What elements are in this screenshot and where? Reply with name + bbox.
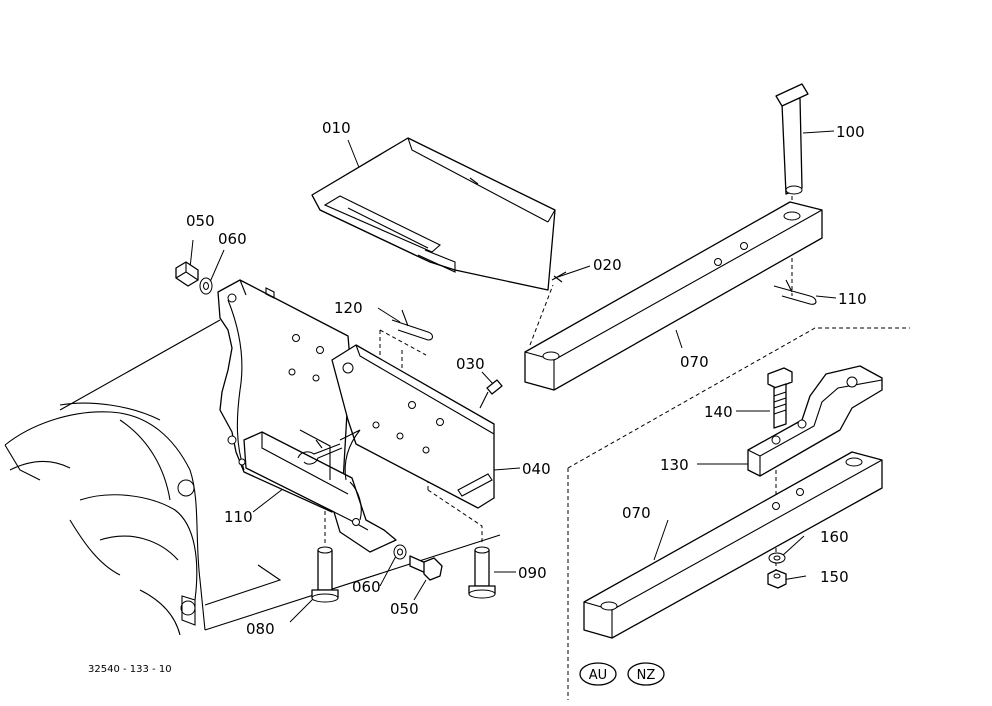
badge-au: AU	[579, 662, 617, 686]
washer-060-lower	[393, 544, 407, 560]
lower-bracket-flange	[243, 429, 397, 553]
bolt-030	[479, 379, 503, 409]
clip-110-right	[773, 279, 817, 305]
pin-090	[468, 546, 496, 599]
bolt-050-upper	[175, 261, 199, 287]
clip-120	[391, 309, 434, 341]
callout-110-left: 110	[224, 508, 253, 526]
pin-080	[311, 546, 339, 603]
pin-020	[551, 271, 567, 283]
bolt-140	[767, 367, 793, 429]
callout-070-upper: 070	[680, 353, 709, 371]
callout-050-lower: 050	[390, 600, 419, 618]
badge-nz: NZ	[627, 662, 665, 686]
bracket-plate-040	[331, 344, 495, 509]
leader-lines	[189, 130, 837, 623]
callout-020: 020	[593, 256, 622, 274]
region-badges: AU NZ	[579, 662, 665, 686]
clip-110-left	[297, 439, 343, 465]
callout-080: 080	[246, 620, 275, 638]
callout-090: 090	[518, 564, 547, 582]
callout-130: 130	[660, 456, 689, 474]
washer-160	[768, 552, 786, 564]
callout-150: 150	[820, 568, 849, 586]
callout-010: 010	[322, 119, 351, 137]
nut-150	[767, 569, 787, 589]
washer-060-upper	[199, 277, 213, 295]
drawbar-070-upper	[524, 201, 823, 391]
callout-110-right: 110	[838, 290, 867, 308]
callout-070-lower: 070	[622, 504, 651, 522]
callout-100: 100	[836, 123, 865, 141]
callout-040: 040	[522, 460, 551, 478]
callout-030: 030	[456, 355, 485, 373]
bolt-050-lower	[409, 555, 443, 581]
cover-010	[311, 137, 556, 291]
doc-number: 32540 - 133 - 10	[88, 664, 172, 675]
callout-060-lower: 060	[352, 578, 381, 596]
badge-au-label: AU	[589, 668, 607, 683]
badge-nz-label: NZ	[637, 668, 656, 683]
callout-140: 140	[704, 403, 733, 421]
drawbar-070-lower	[583, 451, 883, 639]
callout-060-upper: 060	[218, 230, 247, 248]
tractor-body-outline	[4, 319, 501, 636]
drawbar-extension-130	[747, 365, 883, 477]
callout-labels: 010 020 030 040 050 060 050 060 070 070 …	[186, 119, 867, 638]
pin-100	[775, 83, 809, 195]
callout-160: 160	[820, 528, 849, 546]
callout-120: 120	[334, 299, 363, 317]
callout-050-upper: 050	[186, 212, 215, 230]
